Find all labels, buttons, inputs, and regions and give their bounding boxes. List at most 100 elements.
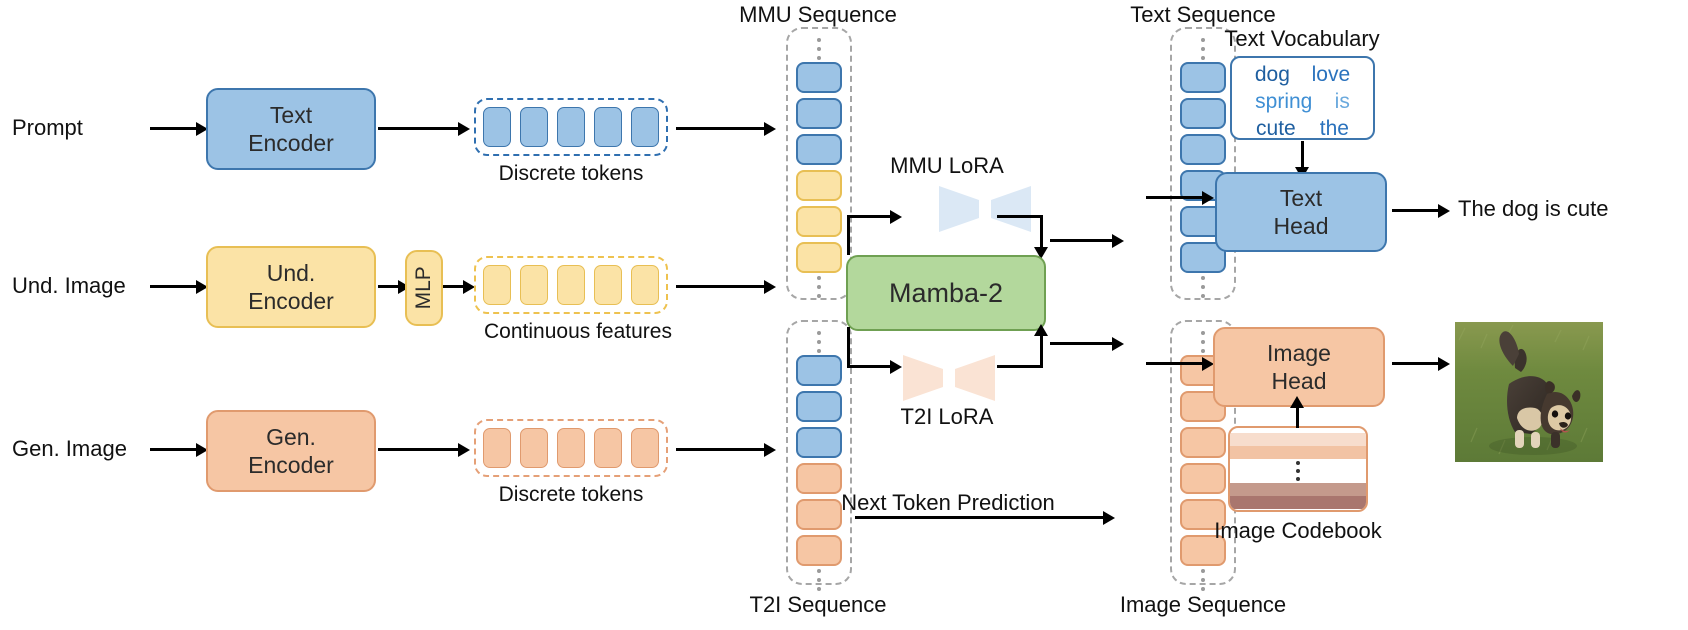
lora-shape-icon: [939, 186, 1031, 232]
arrow-features-to-mmu-seq: [676, 285, 766, 288]
arrow-head: [764, 280, 776, 294]
codebook-top-bands: [1230, 433, 1366, 459]
arrow-head: [1103, 511, 1115, 525]
codebook-band: [1230, 446, 1366, 459]
token-chip: [483, 428, 511, 468]
sequence-token: [1180, 98, 1226, 129]
arrow-head: [458, 443, 470, 457]
continuous-features-group: [474, 256, 668, 314]
label-image-sequence: Image Sequence: [1119, 592, 1287, 617]
mmu-sequence-column: [786, 27, 852, 300]
sequence-token: [796, 134, 842, 165]
ellipsis-dots-icon: [1201, 328, 1205, 355]
sequence-token: [1180, 427, 1226, 458]
text-sequence-column: [1170, 27, 1236, 300]
ellipsis-dots-icon: [817, 35, 821, 62]
token-chip: [631, 107, 659, 147]
arrow-und-encoder-to-mlp: [378, 285, 400, 288]
mmu-lora-line-right-v: [1040, 215, 1043, 249]
ellipsis-dots-icon: [1201, 273, 1205, 300]
label-mmu-sequence: MMU Sequence: [739, 2, 897, 27]
ellipsis-dots-icon: [817, 328, 821, 355]
arrow-head: [1112, 337, 1124, 351]
t2i-lora-bowtie[interactable]: [903, 355, 995, 401]
output-text-result: The dog is cute: [1458, 196, 1609, 221]
sequence-token: [796, 98, 842, 129]
vocabulary-word[interactable]: love: [1311, 63, 1351, 86]
sequence-token: [796, 427, 842, 458]
arrow-image-seq-to-image-head: [1146, 362, 1204, 365]
label-discrete-text-tokens: Discrete tokens: [498, 162, 644, 185]
arrow-prompt-to-text-encoder: [150, 127, 198, 130]
mmu-lora-line-left-v: [847, 215, 850, 255]
arrow-und-image-to-und-encoder: [150, 285, 198, 288]
arrow-head: [890, 360, 902, 374]
mlp-label: MLP: [412, 266, 436, 310]
arrow-head: [1438, 357, 1450, 371]
arrow-gen-encoder-to-tokens: [378, 448, 460, 451]
input-label-prompt: Prompt: [12, 115, 83, 140]
sequence-token: [796, 170, 842, 201]
vocabulary-word[interactable]: the: [1319, 116, 1349, 140]
generated-image-output: [1455, 322, 1603, 462]
sequence-token: [796, 391, 842, 422]
arrow-head: [890, 210, 902, 224]
text-head-label-1: Text: [1279, 184, 1323, 211]
codebook-bottom-bands: [1230, 483, 1366, 509]
sequence-token: [796, 242, 842, 273]
sequence-token: [1180, 134, 1226, 165]
vocabulary-word[interactable]: is: [1334, 89, 1350, 113]
token-chip: [557, 265, 585, 305]
gen-encoder-box[interactable]: Gen. Encoder: [206, 410, 376, 492]
sequence-token: [796, 499, 842, 530]
label-text-vocabulary: Text Vocabulary: [1224, 26, 1380, 51]
mmu-lora-bowtie[interactable]: [903, 186, 1031, 232]
vocabulary-word[interactable]: spring: [1255, 89, 1313, 113]
mamba2-backbone-box[interactable]: Mamba-2: [846, 255, 1046, 331]
lora-shape-icon: [903, 355, 995, 401]
sequence-token: [1180, 499, 1226, 530]
gen-encoder-label-2: Encoder: [248, 452, 334, 478]
dog-photo-svg: [1455, 322, 1603, 462]
text-head-box[interactable]: Text Head: [1215, 172, 1387, 252]
arrow-head: [1202, 357, 1214, 371]
sequence-token-stack: [1180, 62, 1226, 273]
arrow-head: [764, 122, 776, 136]
arrow-head: [458, 122, 470, 136]
text-encoder-box[interactable]: Text Encoder: [206, 88, 376, 170]
gen-encoder-label-1: Gen.: [266, 423, 316, 450]
sequence-token: [1180, 62, 1226, 93]
ellipsis-dots-icon: [1201, 566, 1205, 593]
und-encoder-label-1: Und.: [266, 259, 316, 286]
arrow-gen-image-to-gen-encoder: [150, 448, 198, 451]
input-label-und-image: Und. Image: [12, 273, 126, 298]
vocabulary-word[interactable]: dog: [1254, 63, 1290, 86]
arrow-image-head-to-output: [1392, 362, 1440, 365]
token-chip: [483, 265, 511, 305]
arrow-gen-tokens-to-t2i-seq: [676, 448, 766, 451]
token-chip: [594, 265, 622, 305]
arrow-head: [196, 280, 208, 294]
image-codebook-box[interactable]: [1228, 426, 1368, 512]
arrow-head: [463, 280, 475, 294]
label-continuous-features: Continuous features: [484, 320, 672, 343]
mmu-lora-line-right-h: [997, 215, 1043, 218]
image-head-box[interactable]: Image Head: [1213, 327, 1385, 407]
t2i-sequence-column: [786, 320, 852, 591]
text-encoder-label-1: Text: [269, 101, 313, 128]
label-t2i-lora: T2I LoRA: [900, 404, 994, 429]
mlp-box[interactable]: MLP: [405, 250, 443, 326]
arrow-head: [196, 443, 208, 457]
t2i-lora-line-left-v: [847, 327, 850, 367]
vocabulary-word[interactable]: cute: [1256, 116, 1296, 140]
und-encoder-box[interactable]: Und. Encoder: [206, 246, 376, 328]
arrow-head: [764, 443, 776, 457]
arrow-text-tokens-to-mmu-seq: [676, 127, 766, 130]
label-discrete-image-tokens: Discrete tokens: [498, 483, 644, 506]
arrow-mamba-to-image-seq: [1050, 342, 1114, 345]
token-chip: [631, 428, 659, 468]
t2i-lora-line-left-h: [847, 365, 893, 368]
